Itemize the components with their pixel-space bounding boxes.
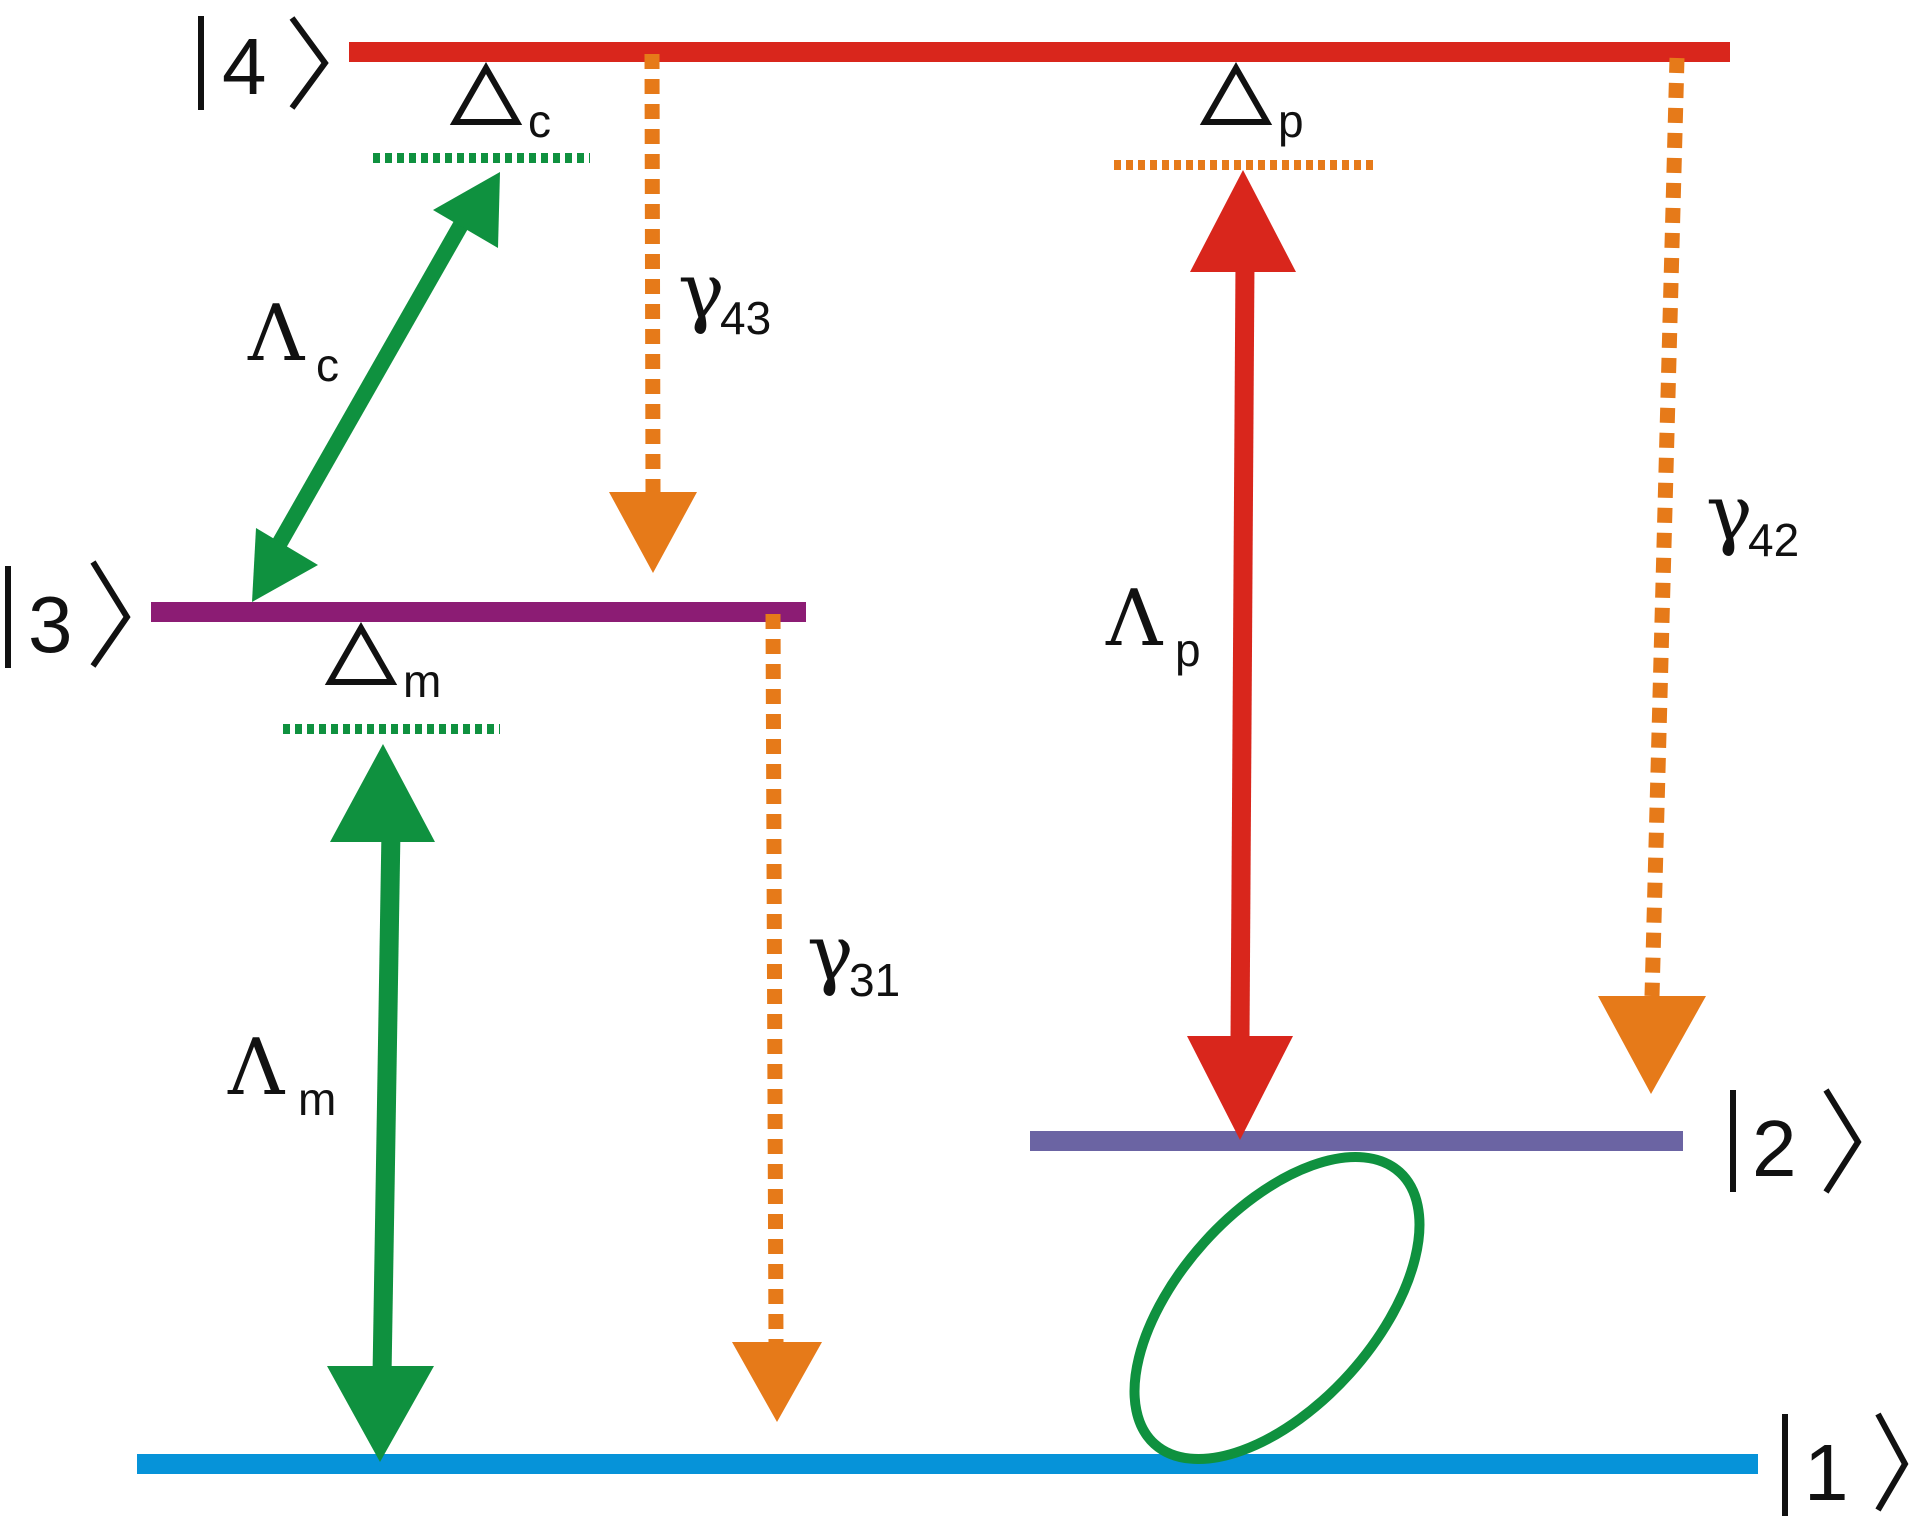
decay-31-shaft [765,613,784,1344]
coupling-p-symbol: Λ [1105,574,1164,664]
detuning-m-sub: m [403,655,441,707]
ket-label-3-text: 3 [28,580,73,669]
coupling-p-shaft [1230,261,1255,1039]
ket-label-2: 2 [1730,1088,1862,1194]
decay-42-head [1598,996,1706,1094]
coupling-m-arrow [327,744,435,1462]
decay-42-shaft [1644,57,1685,997]
decay-31-label: γ 31 [807,909,900,1006]
decay-43-sub: 43 [720,292,771,344]
coupling-c-head-down [252,528,318,602]
coupling-m-shaft [372,829,401,1377]
decay-31-arrow [732,613,822,1422]
detuning-p-label: p [1199,61,1304,147]
coupling-m-head-down [327,1366,434,1462]
ket-label-4: 4 [198,16,329,111]
coupling-p-sub: p [1175,624,1201,676]
coupling-p-head-up [1190,170,1296,272]
coupling-m-head-up [330,744,435,842]
coupling-c-arrow [252,172,500,602]
coupling-p-label: Λ p [1105,574,1201,676]
detuning-c-label: c [449,61,551,147]
ket-label-1-text: 1 [1804,1428,1849,1517]
decay-31-head [732,1342,822,1422]
coupling-p-arrow [1187,170,1296,1140]
decay-31-sub: 31 [849,954,900,1006]
ket-label-3: 3 [5,560,131,669]
coupling-m-sub: m [298,1073,336,1125]
ket-label-4-text: 4 [222,22,267,111]
decay-31-symbol: γ [807,909,854,999]
decay-43-label: γ 43 [678,247,771,344]
decay-43-shaft [644,53,661,493]
decay-43-symbol: γ [678,247,725,337]
detuning-p-sub: p [1278,95,1304,147]
decay-42-label: γ 42 [1706,469,1799,566]
ket-label-2-text: 2 [1752,1104,1797,1193]
coupling-p-head-down [1187,1036,1293,1140]
coupling-c-shaft [271,212,473,550]
coupling-c-sub: c [316,339,339,391]
ket-label-1: 1 [1782,1412,1909,1517]
coupling-loop-1-2 [1129,1152,1425,1464]
decay-42-arrow [1598,57,1706,1094]
decay-42-sub: 42 [1748,514,1799,566]
decay-43-arrow [609,53,697,573]
decay-43-head [609,492,697,573]
detuning-c-sub: c [528,95,551,147]
detuning-m-label: m [324,621,441,707]
coupling-c-symbol: Λ [247,289,306,379]
coupling-c-label: Λ c [247,289,339,391]
decay-42-symbol: γ [1706,469,1753,559]
coupling-m-label: Λ m [227,1023,336,1125]
coupling-c-head-up [433,172,500,248]
coupling-m-symbol: Λ [227,1023,286,1113]
